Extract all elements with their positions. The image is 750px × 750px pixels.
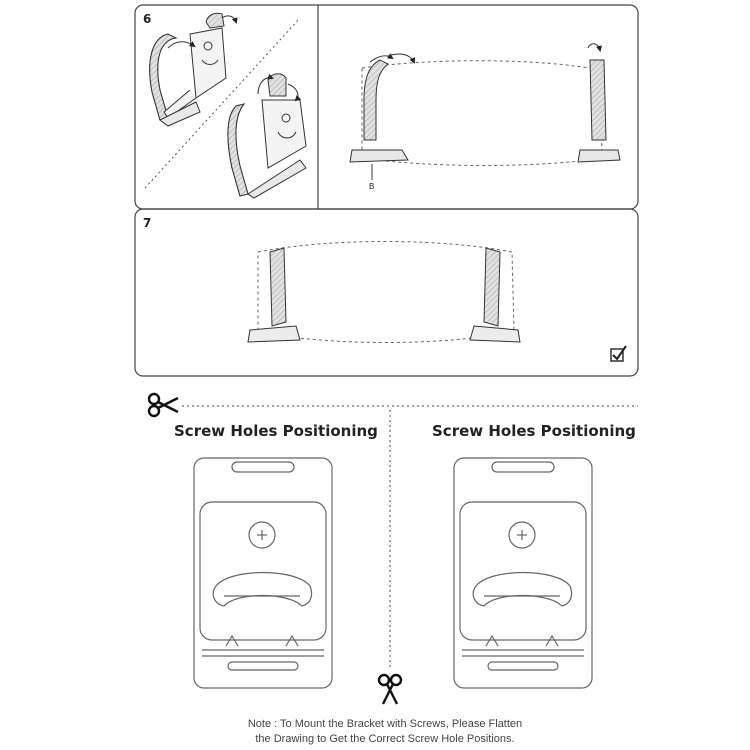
scissors-icon [147, 392, 179, 418]
step-number-6: 6 [143, 12, 152, 26]
mounting-note-line2: the Drawing to Get the Correct Screw Hol… [255, 733, 515, 745]
section-title-right: Screw Holes Positioning [432, 422, 636, 440]
checkbox-checked-icon [610, 345, 627, 362]
section-title-left: Screw Holes Positioning [174, 422, 378, 440]
step6-speaker-illustration [349, 43, 621, 180]
mounting-note-line1: Note : To Mount the Bracket with Screws,… [247, 718, 523, 730]
step7-speaker-illustration [247, 241, 521, 343]
callout-label-b: B [369, 182, 375, 191]
step7-panel [134, 208, 639, 377]
step6-bracket-illustration-b [227, 73, 307, 199]
step-number-7: 7 [143, 216, 152, 230]
step6-bracket-illustration-a [149, 12, 238, 127]
bracket-template-right [453, 457, 593, 689]
scissors-icon [377, 673, 403, 705]
cut-line-horizontal [182, 405, 638, 670]
bracket-template-left [193, 457, 333, 689]
